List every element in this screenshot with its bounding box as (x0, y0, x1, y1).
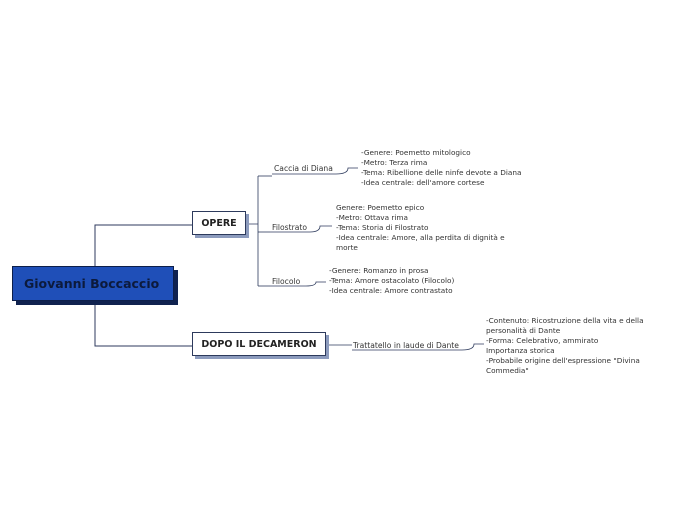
detail-line: Commedia" (486, 366, 529, 375)
detail-trattatello[interactable]: -Contenuto: Ricostruzione della vita e d… (486, 316, 644, 376)
detail-line: personalità di Dante (486, 326, 561, 335)
subtopic-filocolo[interactable]: Filocolo (272, 277, 300, 286)
subtopic-filostrato-label: Filostrato (272, 223, 308, 232)
detail-line: Importanza storica (486, 346, 555, 355)
detail-filocolo[interactable]: -Genere: Romanzo in prosa -Tema: Amore o… (329, 266, 454, 296)
detail-line: -Metro: Terza rima (361, 158, 428, 167)
detail-line: -Tema: Storia di Filostrato (336, 223, 429, 232)
detail-line: -Idea centrale: dell'amore cortese (361, 178, 485, 187)
detail-filostrato[interactable]: Genere: Poemetto epico -Metro: Ottava ri… (336, 203, 505, 253)
connector-filocolo-detail (270, 281, 326, 287)
detail-line: morte (336, 243, 358, 252)
detail-line: -Contenuto: Ricostruzione della vita e d… (486, 316, 644, 325)
connector-opere-bracket (246, 176, 259, 286)
detail-line: -Tema: Amore ostacolato (Filocolo) (329, 276, 455, 285)
detail-line: -Tema: Ribellione delle ninfe devote a D… (361, 168, 522, 177)
connector-root-dopo (94, 301, 192, 347)
connector-caccia-detail (272, 167, 358, 175)
subtopic-trattatello-label: Trattatello in laude di Dante (353, 341, 459, 350)
detail-line: Genere: Poemetto epico (336, 203, 425, 212)
main-topic-opere[interactable]: OPERE (192, 211, 246, 235)
detail-line: -Probabile origine dell'espressione "Div… (486, 356, 640, 365)
subtopic-caccia-di-diana[interactable]: Caccia di Diana (274, 164, 333, 173)
connector-filostrato-detail (270, 225, 332, 233)
detail-line: -Genere: Poemetto mitologico (361, 148, 471, 157)
main-topic-opere-label: OPERE (201, 217, 237, 229)
detail-line: -Forma: Celebrativo, ammirato (486, 336, 599, 345)
connector-trattatello-detail (352, 343, 484, 351)
detail-line: -Idea centrale: Amore contrastato (329, 286, 453, 295)
subtopic-filocolo-label: Filocolo (272, 277, 301, 286)
detail-line: -Metro: Ottava rima (336, 213, 409, 222)
detail-line: -Genere: Romanzo in prosa (329, 266, 429, 275)
main-topic-dopo-il-decameron[interactable]: DOPO IL DECAMERON (192, 332, 326, 356)
detail-line: -Idea centrale: Amore, alla perdita di d… (336, 233, 505, 242)
root-topic-label: Giovanni Boccaccio (24, 276, 160, 291)
subtopic-filostrato[interactable]: Filostrato (272, 223, 307, 232)
root-topic-giovanni-boccaccio[interactable]: Giovanni Boccaccio (12, 266, 174, 301)
main-topic-dopo-label: DOPO IL DECAMERON (201, 338, 317, 350)
subtopic-caccia-label: Caccia di Diana (274, 164, 333, 173)
connector-root-opere (94, 224, 192, 266)
detail-caccia-di-diana[interactable]: -Genere: Poemetto mitologico -Metro: Ter… (361, 148, 521, 188)
subtopic-trattatello[interactable]: Trattatello in laude di Dante (353, 341, 459, 350)
